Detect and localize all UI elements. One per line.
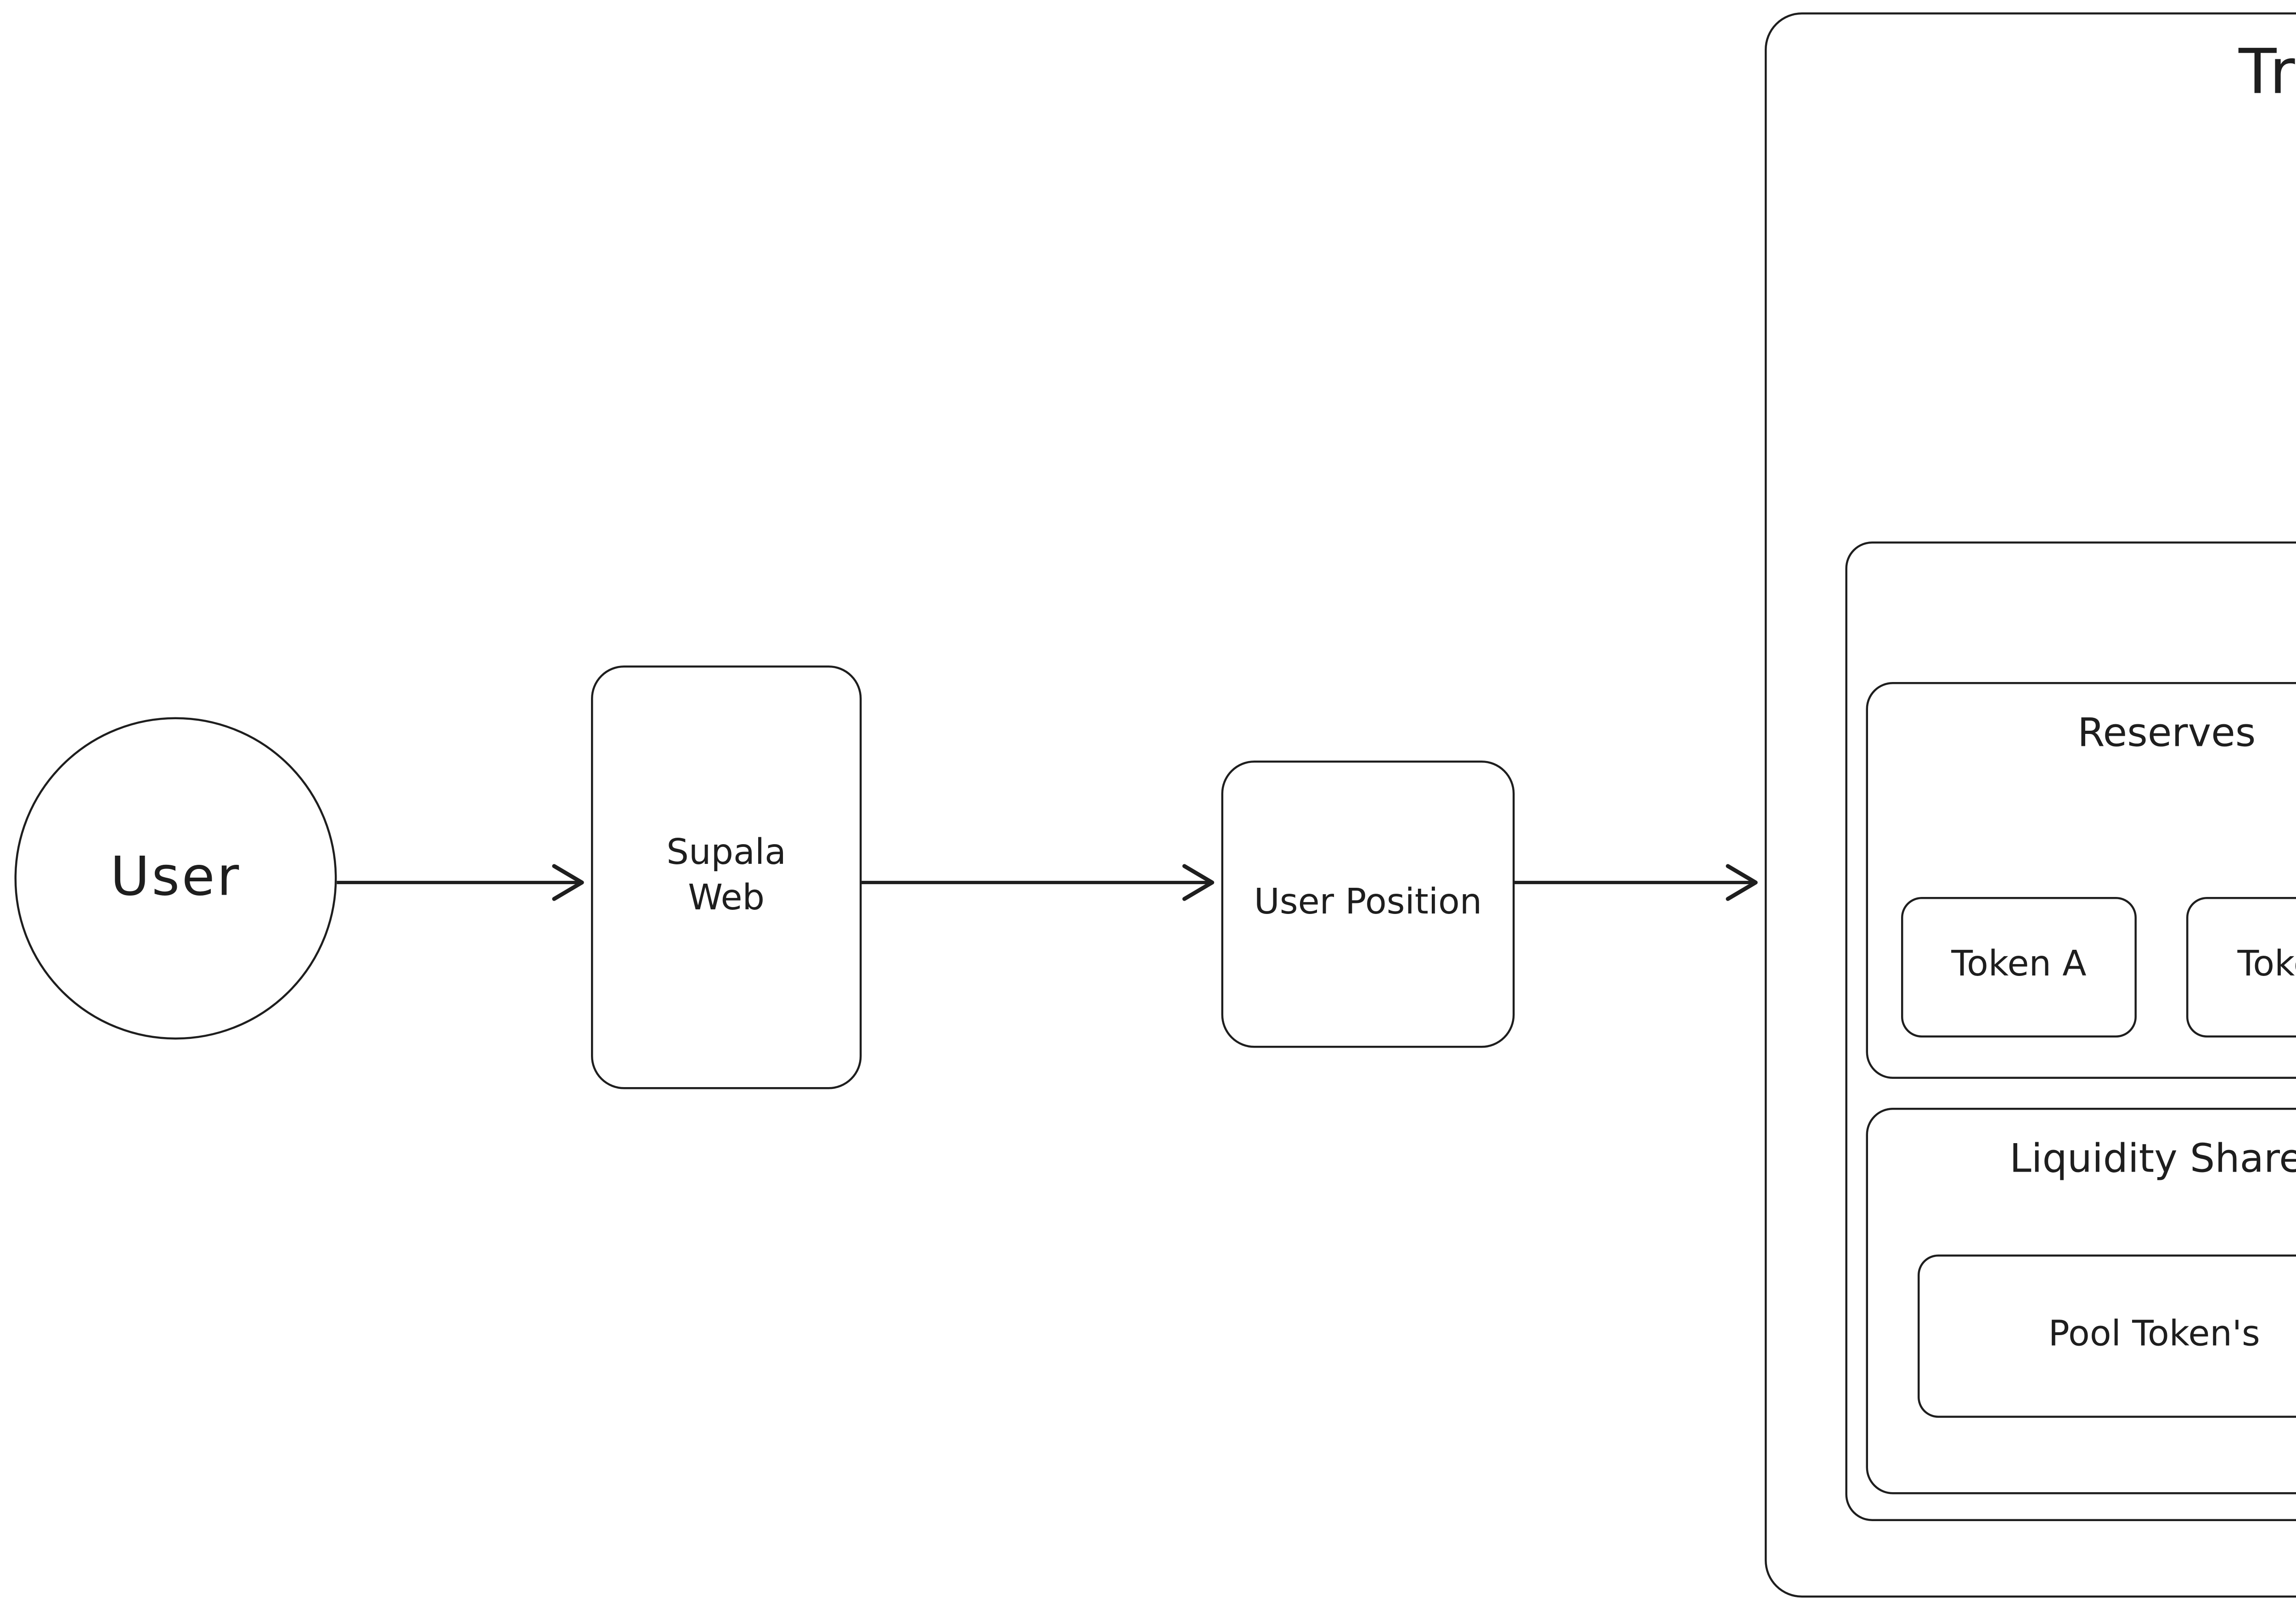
reserves-label: Reserves [2077,711,2256,756]
pool-tokens-box: Pool Token's [1918,1254,2296,1418]
supala-web-box: Supala Web [591,665,862,1089]
liquidity-shares-label: Liquidity Shares [2009,1137,2296,1182]
user-position-box: User Position [1221,761,1515,1048]
user-left-circle: User [14,717,337,1040]
trade-collateral-container-title: Trade Collateral [2239,37,2296,110]
token-a-box: Token A [1901,897,2137,1038]
token-b-box: Token B [2186,897,2296,1038]
